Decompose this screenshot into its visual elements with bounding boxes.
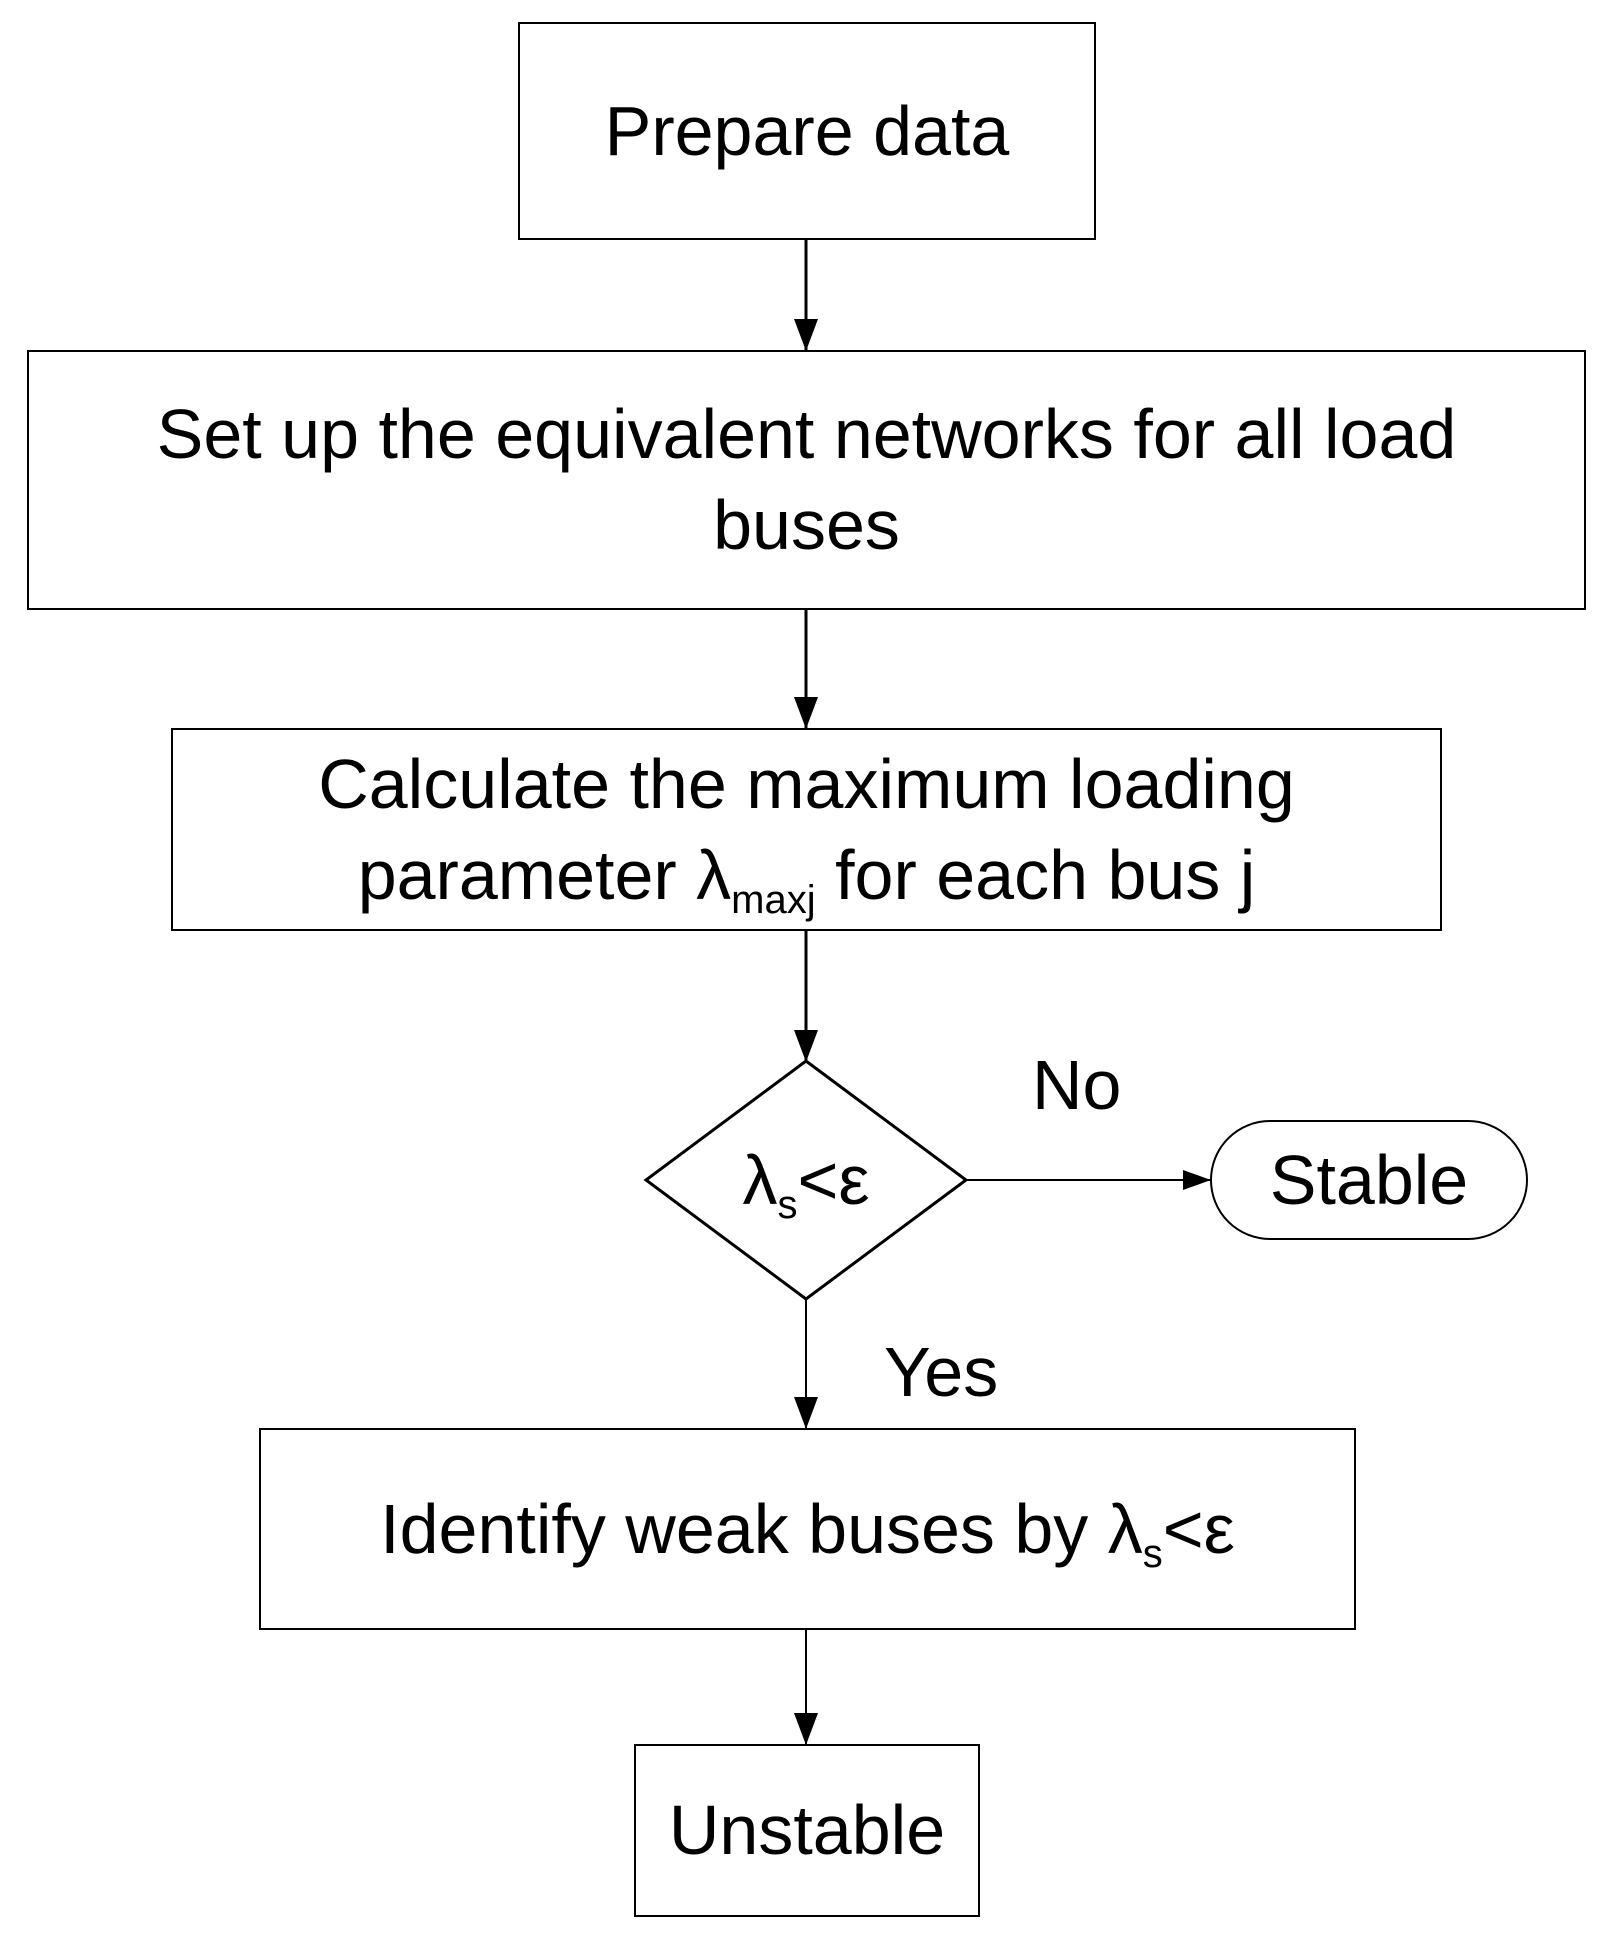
node-stable-label: Stable xyxy=(1269,1140,1469,1219)
calculate-text-after: for each bus j xyxy=(815,835,1256,914)
node-stable: Stable xyxy=(1210,1120,1528,1240)
node-unstable: Unstable xyxy=(634,1744,980,1917)
node-prepare-data: Prepare data xyxy=(518,22,1096,240)
decision-condition: λs<ε xyxy=(742,1145,869,1225)
decision-lambda-subscript: s xyxy=(777,1183,798,1227)
node-identify-weak-buses-label: Identify weak buses by λs<ε xyxy=(380,1484,1235,1575)
edge-label-no: No xyxy=(1032,1046,1122,1124)
node-calculate-lambda-line2: parameter λmaxj for each bus j xyxy=(358,830,1256,921)
node-unstable-label: Unstable xyxy=(668,1791,946,1869)
node-identify-weak-buses: Identify weak buses by λs<ε xyxy=(259,1428,1356,1630)
node-equivalent-networks-line1: Set up the equivalent networks for all l… xyxy=(156,395,1457,473)
calculate-text-before: parameter λ xyxy=(357,835,732,914)
decision-comparison: <ε xyxy=(797,1141,870,1219)
decision-lambda: λ xyxy=(742,1141,778,1219)
identify-comparison: <ε xyxy=(1162,1489,1235,1568)
node-equivalent-networks-line2: buses xyxy=(713,486,900,564)
lambda-max-subscript: maxj xyxy=(731,877,816,922)
node-prepare-data-label: Prepare data xyxy=(604,91,1010,170)
edge-label-yes: Yes xyxy=(884,1333,999,1411)
node-calculate-lambda-line1: Calculate the maximum loading xyxy=(318,744,1295,823)
identify-lambda-subscript: s xyxy=(1142,1531,1163,1576)
identify-text-before: Identify weak buses by λ xyxy=(380,1489,1143,1568)
node-calculate-lambda: Calculate the maximum loading parameter … xyxy=(171,728,1442,931)
node-equivalent-networks: Set up the equivalent networks for all l… xyxy=(27,350,1586,610)
